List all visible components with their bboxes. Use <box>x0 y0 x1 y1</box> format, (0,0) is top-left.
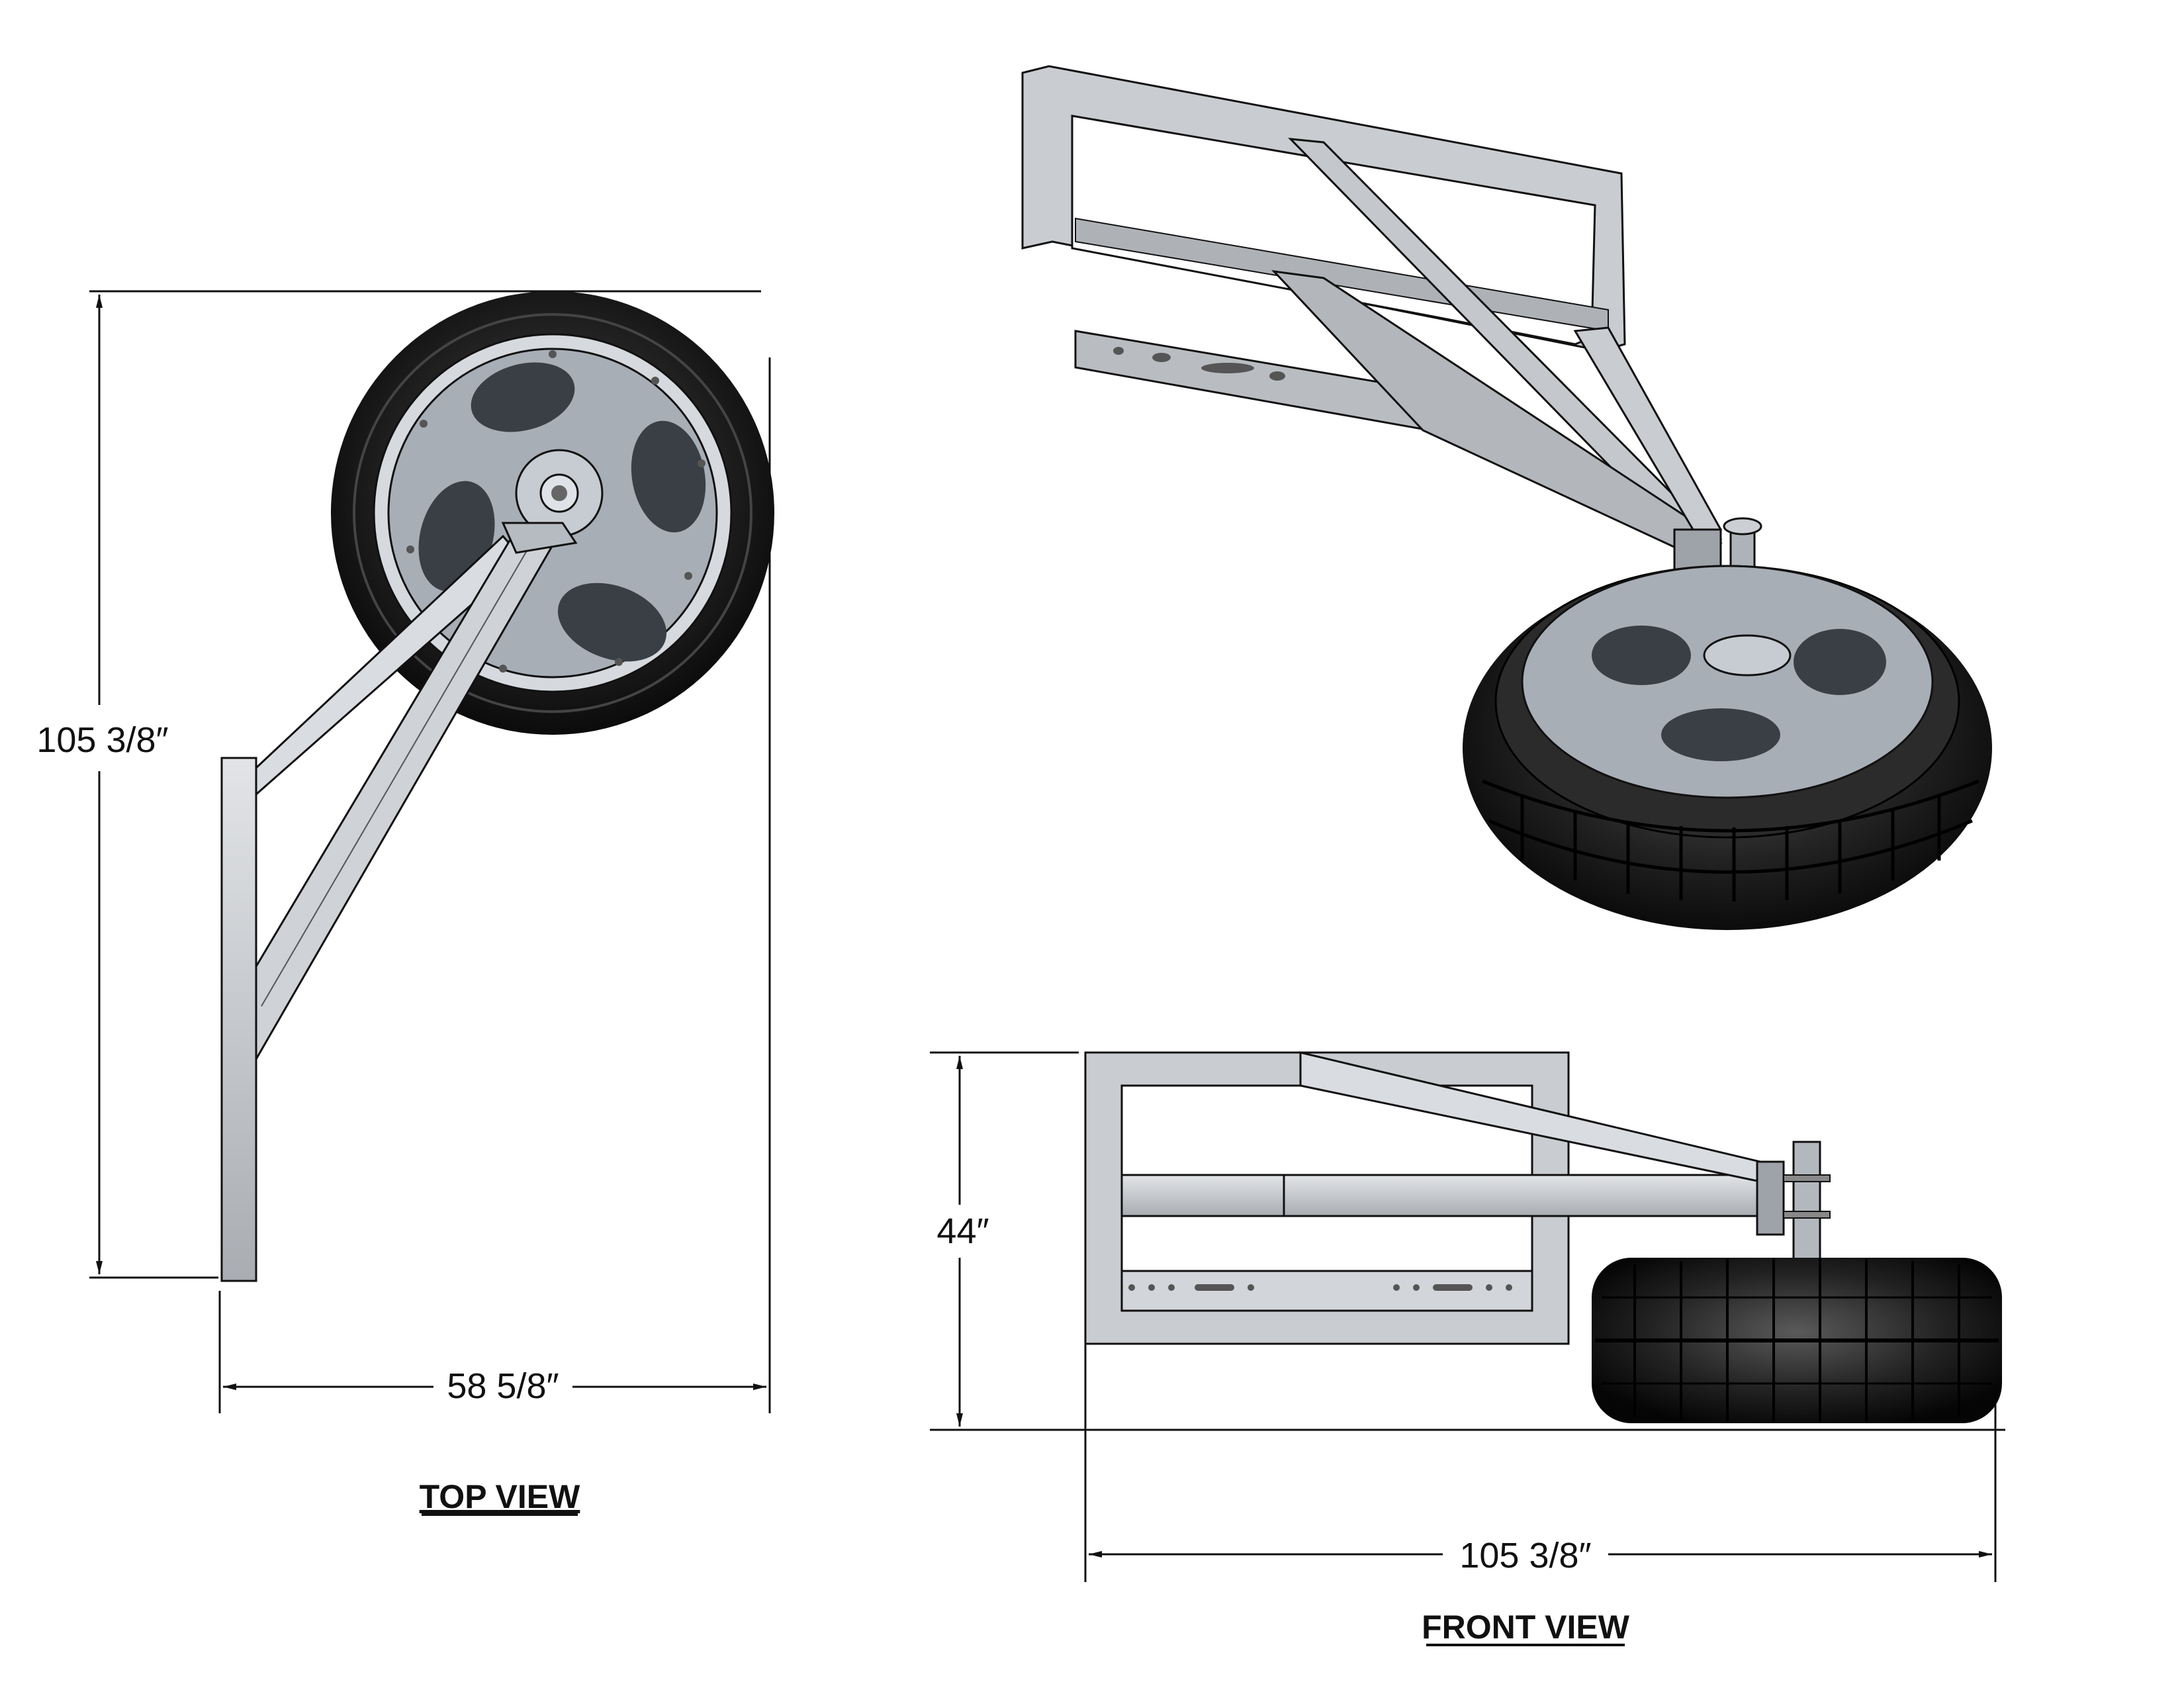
top-height-dimension-label: 105 3/8″ <box>36 720 168 760</box>
iso-rim <box>1521 565 1934 799</box>
top-frame <box>220 522 578 1282</box>
iso-hub <box>1703 634 1792 677</box>
front-spindle <box>1792 1141 1821 1262</box>
frame-tube-vertical <box>220 757 257 1282</box>
front-width-dimension-label: 105 3/8″ <box>1459 1536 1591 1575</box>
front-lower-crossbar <box>1120 1270 1533 1312</box>
front-crossbar <box>1120 1174 1762 1217</box>
front-pivot-bracket <box>1756 1160 1785 1236</box>
front-view-title: FRONT VIEW <box>1422 1609 1630 1646</box>
front-wheel <box>1592 1258 2002 1423</box>
isometric-view <box>1021 65 1992 930</box>
iso-wheel <box>1463 565 1992 930</box>
top-view: 105 3/8″ 58 5/8″ <box>36 290 774 1516</box>
front-view: 44″ 105 3/8″ <box>930 1051 2005 1646</box>
top-view-title: TOP VIEW <box>420 1478 580 1515</box>
top-width-dimension-label: 58 5/8″ <box>447 1366 559 1406</box>
front-height-dimension-label: 44″ <box>936 1211 989 1251</box>
